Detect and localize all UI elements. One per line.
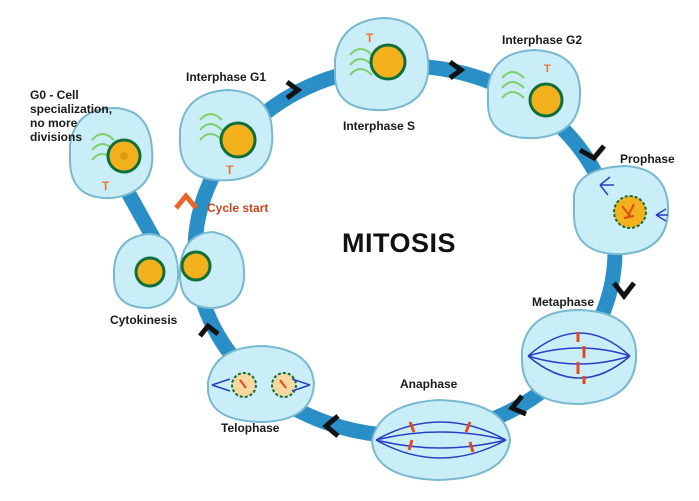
svg-text:T: T	[226, 163, 234, 177]
cell-metaphase	[521, 308, 638, 406]
direction-arrows	[198, 59, 636, 438]
diagram-title: MITOSIS	[342, 228, 457, 258]
svg-text:T: T	[544, 63, 551, 75]
svg-text:T: T	[102, 179, 110, 193]
cell-g1: T	[179, 88, 274, 182]
cell-g0: T	[69, 106, 154, 200]
label-interphase-g1: Interphase G1	[186, 70, 267, 84]
arrow-g1-s	[285, 79, 303, 101]
label-metaphase: Metaphase	[532, 295, 595, 309]
cell-cytokinesis	[113, 230, 246, 310]
arrow-meta-ana	[507, 394, 527, 417]
arrow-s-g2	[448, 59, 466, 81]
cell-s: T	[334, 16, 430, 112]
label-g0: G0 - Cell specialization, no more divisi…	[30, 88, 113, 144]
arrow-telo-cyto	[198, 322, 220, 338]
cycle-start-marker	[174, 192, 198, 210]
label-interphase-s: Interphase S	[343, 119, 416, 133]
label-interphase-g2: Interphase G2	[502, 33, 583, 47]
cell-g2: T	[487, 48, 582, 140]
label-prophase: Prophase	[620, 152, 675, 166]
label-cytokinesis: Cytokinesis	[110, 313, 178, 327]
cell-prophase	[573, 164, 670, 256]
arrow-pro-meta	[612, 281, 636, 301]
arrow-ana-telo	[322, 414, 340, 438]
label-telophase: Telophase	[221, 421, 280, 435]
svg-text:T: T	[366, 31, 374, 45]
arrow-g2-pro	[578, 144, 606, 162]
cell-telophase	[207, 344, 316, 424]
cell-anaphase	[370, 398, 512, 482]
label-anaphase: Anaphase	[400, 377, 458, 391]
label-cycle-start: Cycle start	[207, 201, 269, 215]
